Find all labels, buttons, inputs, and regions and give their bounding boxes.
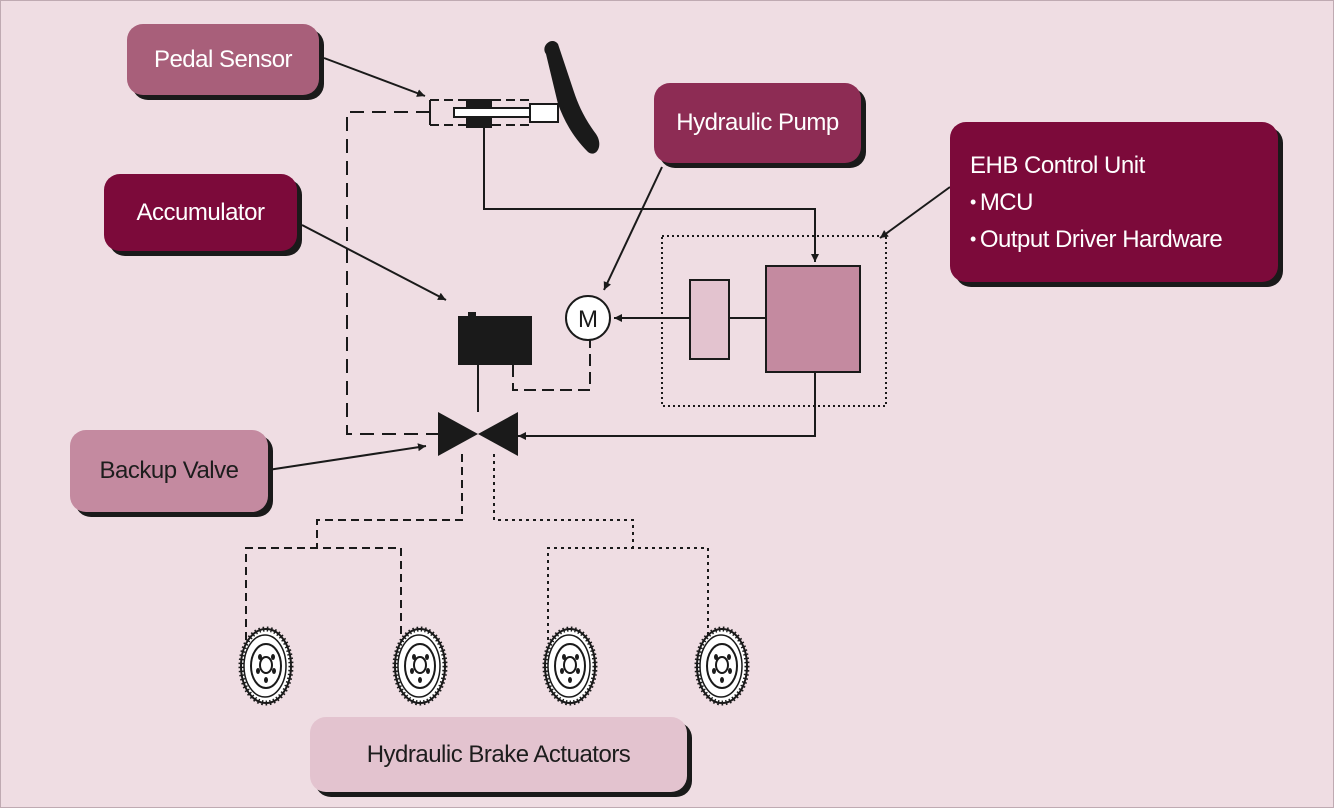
backup-valve-label: Backup Valve [70, 430, 268, 512]
hydraulic-pump-text: Hydraulic Pump [676, 109, 839, 136]
ehb-item-text: Output Driver Hardware [979, 225, 1223, 253]
ehb-title: EHB Control Unit [970, 151, 1145, 179]
backup-valve-pointer [267, 443, 427, 471]
connection-lines [245, 57, 951, 640]
accumulator-icon [458, 312, 532, 365]
left-brake-split [245, 547, 402, 640]
motor-label: M [578, 306, 598, 333]
pedal-sensor-label: Pedal Sensor [127, 24, 319, 95]
sensor-signal-line [483, 128, 819, 262]
hydraulic-pump-pointer [603, 166, 663, 291]
driver-module [689, 279, 730, 360]
master-cylinder-icon [429, 99, 559, 128]
ehb-item-output-driver: • Output Driver Hardware [970, 221, 1223, 258]
wheel-icon [545, 629, 595, 703]
control-unit-enclosure [661, 235, 887, 407]
pedal-sensor-pointer [323, 57, 426, 97]
backup-valve-text: Backup Valve [99, 457, 239, 484]
hydraulic-pump-label: Hydraulic Pump [654, 83, 861, 163]
brake-actuators-text: Hydraulic Brake Actuators [366, 740, 631, 768]
brake-pedal-icon [544, 41, 600, 154]
accumulator-pointer [301, 224, 447, 301]
accumulator-label: Accumulator [104, 174, 297, 251]
mcu-unit [765, 265, 861, 373]
left-brake-line [316, 454, 463, 548]
motor-icon: M [565, 295, 611, 341]
pedal-sensor-text: Pedal Sensor [153, 45, 293, 73]
backup-hydraulic-line [346, 111, 438, 435]
right-brake-line [493, 454, 634, 548]
valve-control-line [518, 372, 816, 440]
bullet-icon: • [970, 228, 976, 249]
ehb-pointer [879, 186, 951, 239]
ehb-control-unit-label: EHB Control Unit • MCU • Output Driver H… [950, 122, 1278, 282]
bullet-icon: • [970, 191, 976, 212]
wheel-icon [241, 629, 291, 703]
accumulator-text: Accumulator [136, 198, 265, 226]
right-brake-split [547, 547, 709, 640]
ehb-item-mcu: • MCU [970, 184, 1033, 221]
ehb-item-text: MCU [979, 188, 1034, 216]
brake-actuators-label: Hydraulic Brake Actuators [310, 717, 687, 792]
wheel-icon [697, 629, 747, 703]
wheel-icon [395, 629, 445, 703]
accumulator-motor-line [512, 340, 591, 391]
valve-icon [438, 412, 518, 456]
